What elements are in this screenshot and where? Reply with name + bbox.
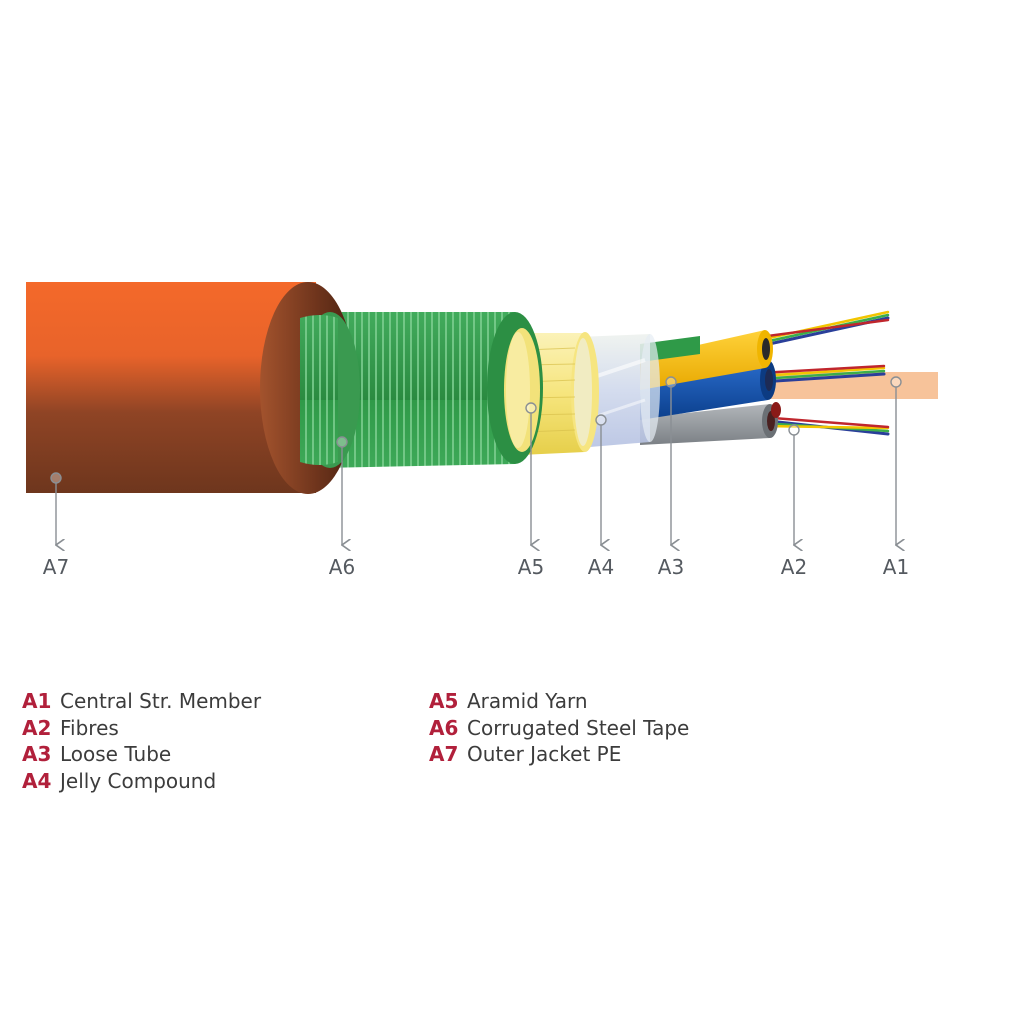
legend-text: Jelly Compound (60, 768, 217, 793)
callout-marker-a1 (890, 376, 902, 388)
callout-marker-a7 (50, 472, 62, 484)
legend-code: A5 (429, 689, 459, 713)
legend-text: Central Str. Member (60, 689, 262, 713)
legend-text: Aramid Yarn (467, 689, 588, 713)
legend-item-a1: A1 Central Str. Member (22, 688, 261, 715)
loose-tube-yellow (640, 330, 773, 390)
legend-code: A7 (429, 742, 459, 766)
legend-text: Fibres (60, 715, 119, 740)
legend-item-a4: A4 Jelly Compound (22, 768, 261, 795)
outer-jacket (26, 282, 360, 494)
legend-item-a6: A6 Corrugated Steel Tape (429, 715, 689, 742)
fibre-bundle-bottom (758, 415, 890, 436)
callout-marker-a5 (525, 402, 537, 414)
legend-item-a2: A2 Fibres (22, 715, 261, 742)
legend-item-a5: A5 Aramid Yarn (429, 688, 689, 715)
legend-code: A6 (429, 715, 459, 740)
legend-item-a3: A3 Loose Tube (22, 741, 261, 768)
legend-code: A3 (22, 742, 52, 766)
callout-label-a6: A6 (328, 555, 356, 579)
cable-diagram (26, 282, 938, 620)
legend-text: Outer Jacket PE (467, 742, 622, 766)
fibre-bundle-top (758, 310, 890, 348)
callout-marker-a3 (665, 376, 677, 388)
legend-code: A2 (22, 715, 52, 740)
callout-marker-a6 (336, 436, 348, 448)
loose-tube-grey (640, 402, 781, 445)
callout-marker-a4 (595, 414, 607, 426)
fibre-bundle-middle (758, 364, 886, 384)
legend-code: A1 (22, 689, 52, 713)
callout-label-a2: A2 (780, 555, 808, 579)
corrugated-steel-tape (320, 312, 543, 468)
legend-text: Loose Tube (60, 742, 172, 766)
callout-label-a7: A7 (42, 555, 70, 579)
callout-label-a1: A1 (882, 555, 910, 579)
legend-code: A4 (22, 768, 52, 793)
callout-marker-a2 (788, 424, 800, 436)
callout-layer (50, 376, 902, 545)
callout-label-a3: A3 (657, 555, 685, 579)
callout-label-a5: A5 (517, 555, 545, 579)
legend-text: Corrugated Steel Tape (467, 715, 690, 740)
legend-item-a7: A7 Outer Jacket PE (429, 741, 689, 768)
callout-label-a4: A4 (587, 555, 615, 579)
